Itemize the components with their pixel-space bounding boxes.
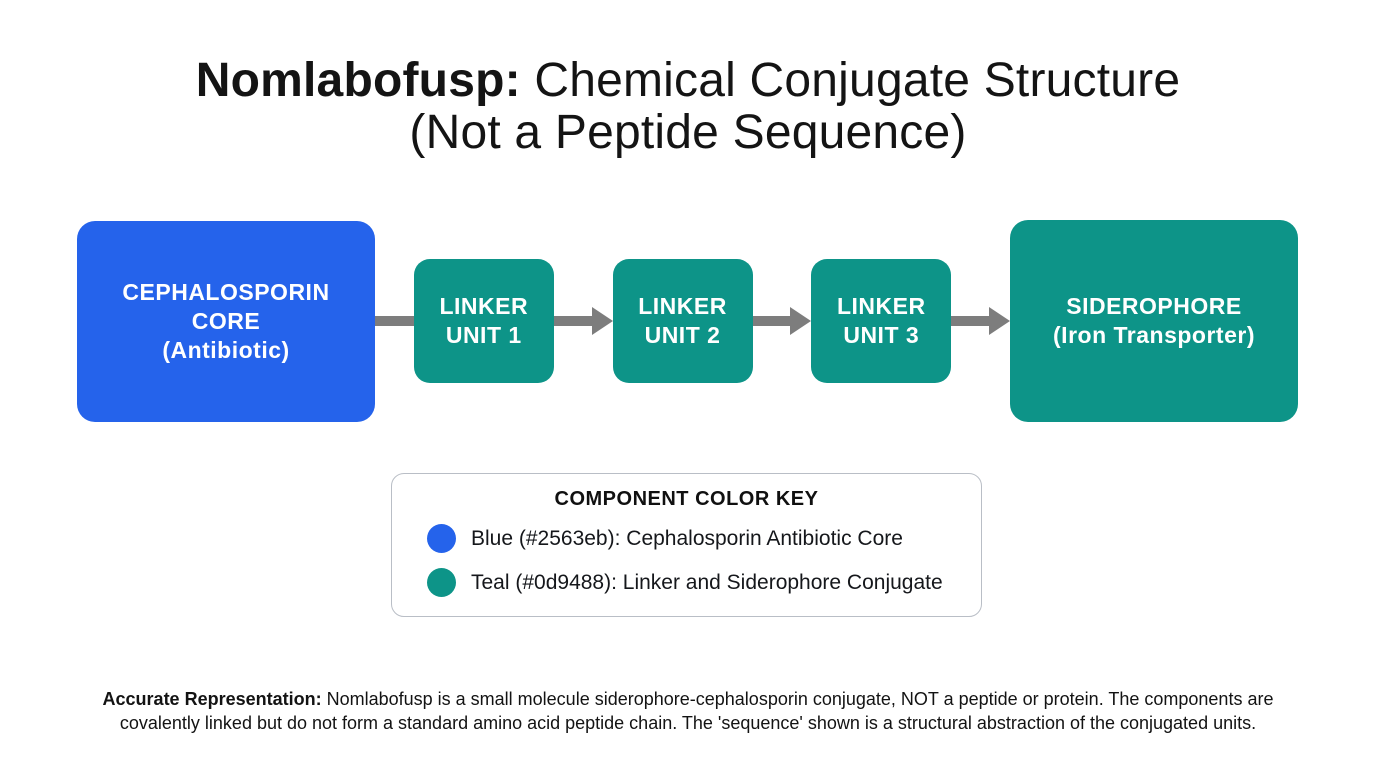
node-label: CEPHALOSPORIN CORE bbox=[122, 278, 330, 334]
node-label: LINKER UNIT 3 bbox=[836, 293, 926, 348]
node-label: LINKER UNIT 2 bbox=[638, 293, 727, 348]
title-drug-name: Nomlabofusp: bbox=[195, 54, 521, 107]
node-sublabel: (Antibiotic) bbox=[162, 336, 290, 363]
connector-linker2-to-linker3 bbox=[752, 307, 812, 335]
node-label: SIDEROPHORE bbox=[1066, 293, 1242, 319]
footer-line2: covalently linked but do not form a stan… bbox=[119, 712, 1257, 733]
footer-line1: Accurate Representation: Nomlabofusp is … bbox=[0, 688, 1376, 712]
arrow-right-icon bbox=[989, 307, 1010, 335]
connector-line bbox=[375, 316, 414, 326]
node-linker-unit-3: LINKER UNIT 3 bbox=[811, 259, 952, 383]
teal-swatch-icon bbox=[427, 568, 456, 597]
node-label: LINKER UNIT 1 bbox=[439, 293, 529, 348]
connector-core-to-linker1 bbox=[375, 316, 414, 326]
legend-title: COMPONENT COLOR KEY bbox=[554, 488, 819, 510]
footer-emphasis: Accurate Representation: bbox=[102, 689, 322, 709]
footer-note: Accurate Representation: Nomlabofusp is … bbox=[0, 688, 1376, 735]
legend-entry-teal: Teal (#0d9488): Linker and Siderophore C… bbox=[427, 568, 981, 597]
connector-linker3-to-siderophore bbox=[951, 307, 1010, 335]
diagram-title-line2: (Not a Peptide Sequence) bbox=[409, 106, 967, 159]
node-linker-unit-1: LINKER UNIT 1 bbox=[413, 259, 554, 383]
conjugate-flow-diagram: CEPHALOSPORIN CORE (Antibiotic) LINKER U… bbox=[77, 220, 1298, 422]
component-color-key: COMPONENT COLOR KEY Blue (#2563eb): Ceph… bbox=[391, 473, 982, 617]
title-main-text: Chemical Conjugate Structure bbox=[520, 54, 1181, 107]
diagram-title: Nomlabofusp: Chemical Conjugate Structur… bbox=[0, 55, 1376, 159]
arrow-shaft bbox=[951, 316, 990, 326]
node-sublabel: (Iron Transporter) bbox=[1053, 322, 1255, 348]
legend-entry-blue: Blue (#2563eb): Cephalosporin Antibiotic… bbox=[427, 524, 981, 553]
arrow-shaft bbox=[553, 316, 593, 326]
arrow-shaft bbox=[752, 316, 792, 326]
blue-swatch-icon bbox=[427, 524, 456, 553]
arrow-right-icon bbox=[790, 307, 812, 335]
legend-entry-text: Blue (#2563eb): Cephalosporin Antibiotic… bbox=[471, 526, 903, 550]
node-siderophore: SIDEROPHORE (Iron Transporter) bbox=[1010, 220, 1298, 422]
footer-line1-text: Nomlabofusp is a small molecule sideroph… bbox=[321, 689, 1274, 709]
legend-entry-text: Teal (#0d9488): Linker and Siderophore C… bbox=[471, 570, 943, 594]
connector-linker1-to-linker2 bbox=[553, 307, 613, 335]
arrow-right-icon bbox=[591, 307, 613, 335]
node-linker-unit-2: LINKER UNIT 2 bbox=[612, 259, 753, 383]
node-cephalosporin-core: CEPHALOSPORIN CORE (Antibiotic) bbox=[77, 220, 375, 422]
diagram-title-line1: Nomlabofusp: Chemical Conjugate Structur… bbox=[0, 55, 1376, 107]
